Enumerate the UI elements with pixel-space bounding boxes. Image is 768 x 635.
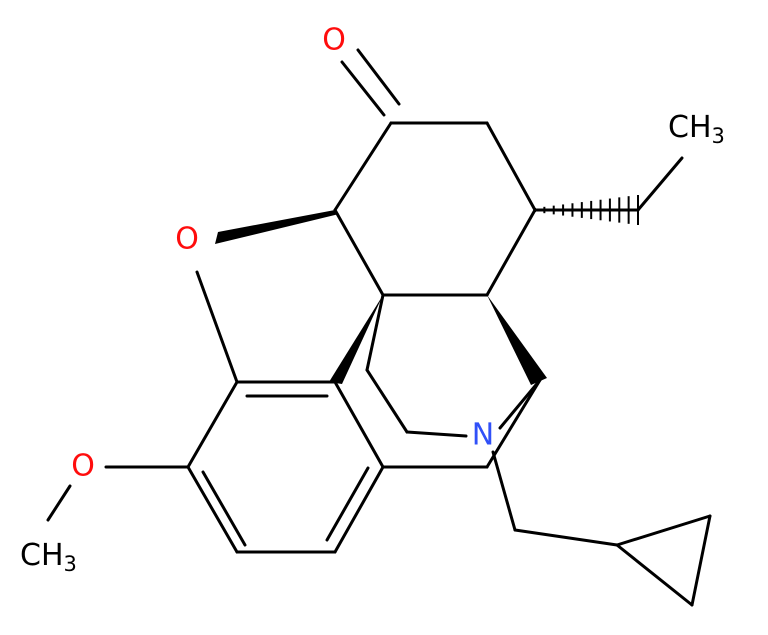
wedge-c13-ar: [329, 295, 383, 384]
hash-wedge-ethyl: [534, 195, 639, 225]
bond-n-c9: [498, 378, 542, 430]
methoxy-methyl-label: CH3: [20, 538, 77, 576]
methoxy-oxygen-label: O: [71, 449, 95, 484]
bond-cp-a: [615, 514, 712, 547]
ketone-oxygen-label: O: [322, 23, 346, 58]
bond-n-c9-back: [485, 378, 542, 469]
bond-c16-n: [405, 430, 468, 438]
bond-ar-bottom-right-inner: [325, 466, 370, 542]
bond-ar-left: [186, 380, 239, 469]
bond-ethyl-b: [636, 156, 684, 212]
bond-c13-chain: [365, 293, 385, 372]
bond-ar-bottom-left: [186, 465, 239, 554]
bond-layer: [46, 48, 712, 607]
wedge-c9-c10: [487, 295, 547, 385]
bond-ketone-double-b: [356, 48, 401, 106]
bond-o-ar: [195, 270, 239, 384]
bond-ar-bottom-right: [333, 465, 385, 554]
bond-ketone-double-a: [340, 60, 386, 117]
stereo-layer: [215, 195, 639, 385]
methoxy-methyl-main: CH: [20, 538, 64, 573]
ethyl-methyl-subscript: 3: [712, 124, 725, 148]
bond-n-ch2: [491, 450, 517, 532]
bond-cp-c: [690, 514, 712, 607]
bond-ch2-c14: [485, 121, 537, 212]
bond-c5-c13: [333, 208, 385, 297]
bond-ar-bottom-left-inner: [201, 470, 247, 547]
bond-methoxy-o-ch3: [46, 484, 72, 522]
bond-cp-b: [615, 543, 694, 607]
ethyl-methyl-label: CH3: [668, 110, 725, 148]
methoxy-methyl-subscript: 3: [64, 552, 77, 576]
bond-ch2-cp: [513, 528, 619, 547]
ring-oxygen-label: O: [175, 222, 199, 257]
wedge-c5-o: [215, 210, 339, 244]
bond-ar-right: [333, 380, 385, 469]
bond-c14-c9: [485, 208, 537, 297]
ethyl-methyl-main: CH: [668, 110, 712, 145]
bond-chain-c16: [365, 368, 409, 434]
amine-nitrogen-label: N: [472, 418, 494, 453]
bond-carbonyl-c5: [333, 121, 393, 212]
